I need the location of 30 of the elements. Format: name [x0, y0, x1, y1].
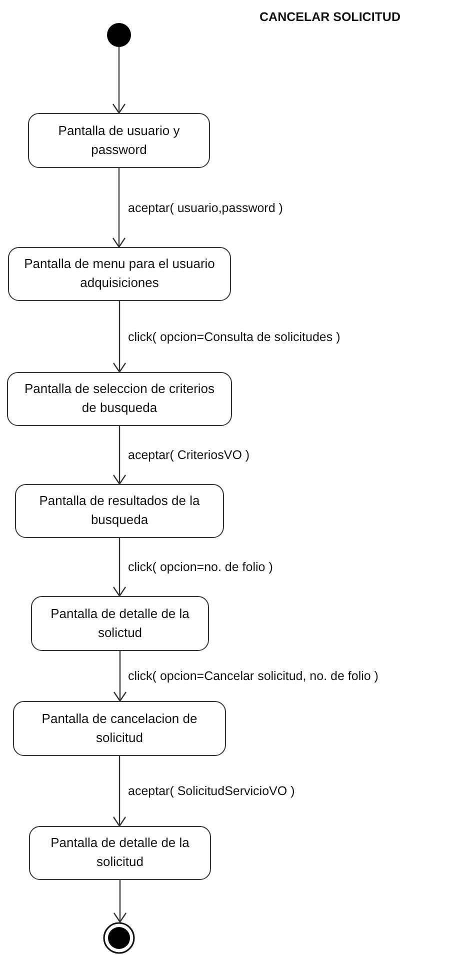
state-name: Pantalla de detalle de la solictud [50, 604, 190, 642]
state-box [7, 372, 232, 426]
transition-arrow [113, 651, 127, 702]
state-box [8, 247, 231, 301]
edge-label: click( opcion=no. de folio ) [127, 559, 274, 575]
state-box [13, 701, 226, 756]
final-state-circle [103, 922, 135, 954]
state-name: Pantalla de menu para el usuario adquisiciones [23, 255, 216, 292]
state-name: Pantalla de detalle de la solicitud [50, 834, 190, 871]
state-name: Pantalla de resultados de la busqueda [38, 492, 201, 529]
edge-label: aceptar( SolicitudServicioVO ) [127, 783, 296, 799]
edge-label: aceptar( CriteriosVO ) [127, 447, 251, 463]
state-box [28, 113, 210, 168]
state-box [15, 484, 224, 538]
transition-arrow [112, 168, 126, 248]
diagram-title: CANCELAR SOLICITUD [258, 10, 402, 24]
state-name: Pantalla de seleccion de criterios de busqueda [23, 380, 216, 417]
transition-arrow [112, 47, 126, 114]
transition-arrow [112, 538, 126, 597]
transition-arrow [112, 756, 126, 827]
edge-label: click( opcion=Cancelar solicitud, no. de folio ) [127, 668, 380, 684]
state-box [29, 826, 211, 880]
state-name: Pantalla de cancelacion de solicitud [40, 710, 198, 746]
transition-arrow [113, 880, 127, 923]
initial-state-circle [107, 23, 131, 47]
state-box [31, 596, 209, 651]
state-name: Pantalla de usuario y password [57, 122, 181, 159]
edge-label: click( opcion=Consulta de solicitudes ) [127, 328, 342, 344]
transition-arrow [112, 426, 126, 485]
transition-arrow [112, 301, 126, 373]
